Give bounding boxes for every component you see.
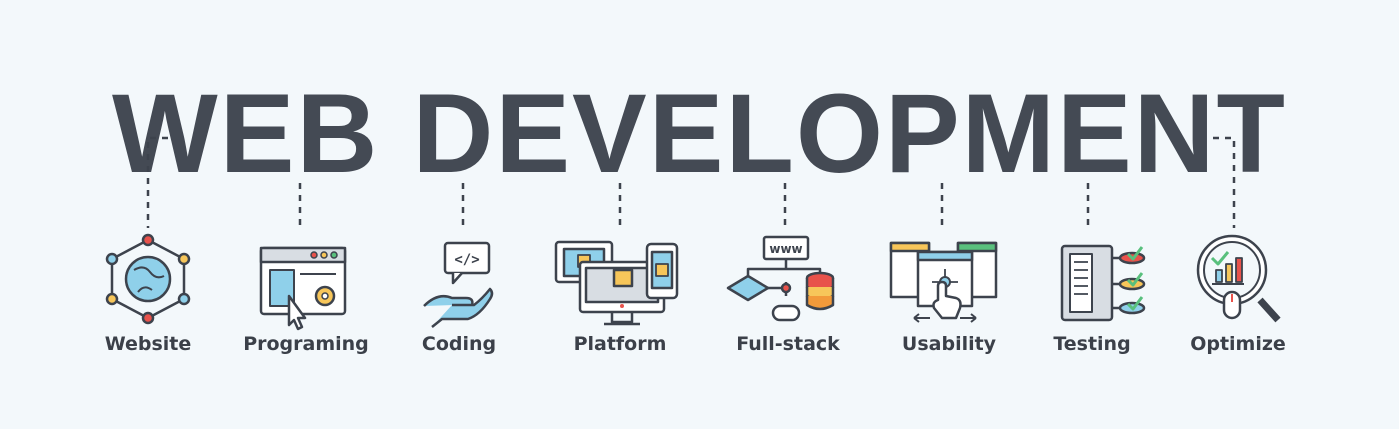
label-optimize: Optimize [1190, 333, 1286, 355]
label-platform: Platform [573, 333, 667, 355]
flowchart-database-icon [726, 235, 835, 322]
label-coding: Coding [421, 333, 497, 355]
connector-optimize [1213, 136, 1236, 228]
label-testing: Testing [1053, 333, 1131, 355]
connector-lines [146, 136, 1236, 228]
browser-gear-icon [259, 246, 347, 331]
globe-network-icon [105, 233, 191, 325]
magnifier-chart-icon [1196, 234, 1281, 323]
banner-title: WEB DEVELOPMENT [112, 71, 1287, 196]
www-glyph: www [769, 242, 802, 256]
hand-code-icon [423, 241, 494, 328]
touch-screen-icon [889, 241, 998, 323]
server-checklist-icon [1060, 244, 1146, 322]
label-fullstack: Full-stack [736, 333, 840, 355]
devices-icon [554, 240, 679, 326]
label-programing: Programing [243, 333, 369, 355]
code-glyph: </> [454, 252, 479, 268]
connector-website [146, 136, 168, 228]
label-website: Website [104, 333, 192, 355]
label-usability: Usability [901, 333, 997, 355]
